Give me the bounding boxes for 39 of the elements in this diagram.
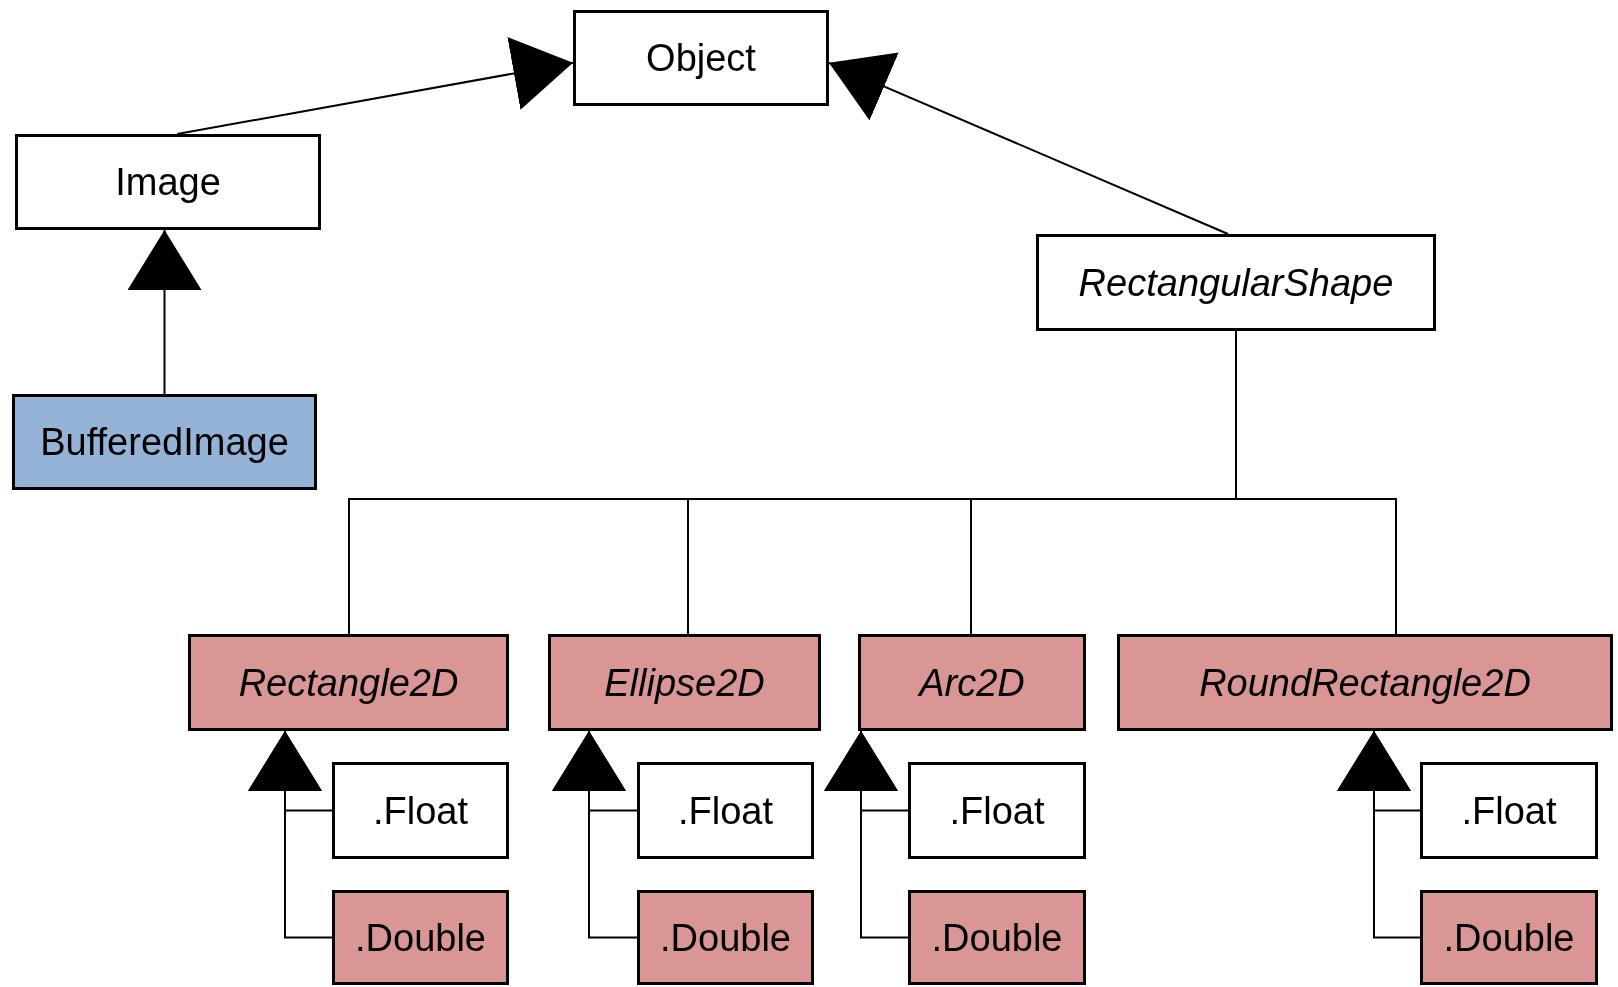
class-name: .Double: [931, 918, 1063, 957]
class-name: Object: [646, 39, 756, 77]
class-box: [637, 762, 814, 859]
class-name: BufferedImage: [40, 423, 289, 461]
class-name: .Float: [949, 791, 1045, 830]
class-box: [15, 134, 321, 230]
class-box: [1420, 762, 1598, 859]
class-name: .Float: [372, 791, 468, 830]
class-name: Rectangle2D: [238, 663, 459, 702]
class-name: .Double: [660, 918, 791, 957]
class-name: RectangularShape: [1078, 263, 1394, 302]
inheritance-arrow: [176, 37, 574, 135]
class-box: [548, 634, 821, 731]
class-name: RoundRectangle2D: [1199, 663, 1531, 702]
class-name: Arc2D: [919, 663, 1025, 702]
class-box: [573, 10, 829, 106]
class-box: [1420, 890, 1598, 985]
class-box: [908, 890, 1086, 985]
class-name: Image: [115, 163, 221, 201]
class-name: Ellipse2D: [604, 663, 765, 702]
class-box: [1117, 634, 1613, 731]
inheritance-arrow: [828, 52, 1229, 235]
class-name: .Double: [355, 918, 486, 957]
class-box: [332, 762, 509, 859]
inheritance-arrow: [248, 730, 333, 939]
inheritance-arrow: [1337, 730, 1421, 939]
class-box: [908, 762, 1086, 859]
class-box: [12, 394, 317, 490]
class-box: [1036, 234, 1436, 331]
class-box: [637, 890, 814, 985]
inheritance-arrow: [824, 730, 909, 939]
class-name: .Float: [677, 791, 773, 830]
class-box: [188, 634, 509, 731]
class-name: .Float: [1461, 791, 1557, 830]
class-box: [332, 890, 509, 985]
inheritance-arrow: [552, 730, 638, 939]
class-box: [858, 634, 1086, 731]
class-name: .Double: [1443, 918, 1575, 957]
inheritance-arrow: [127, 229, 202, 395]
